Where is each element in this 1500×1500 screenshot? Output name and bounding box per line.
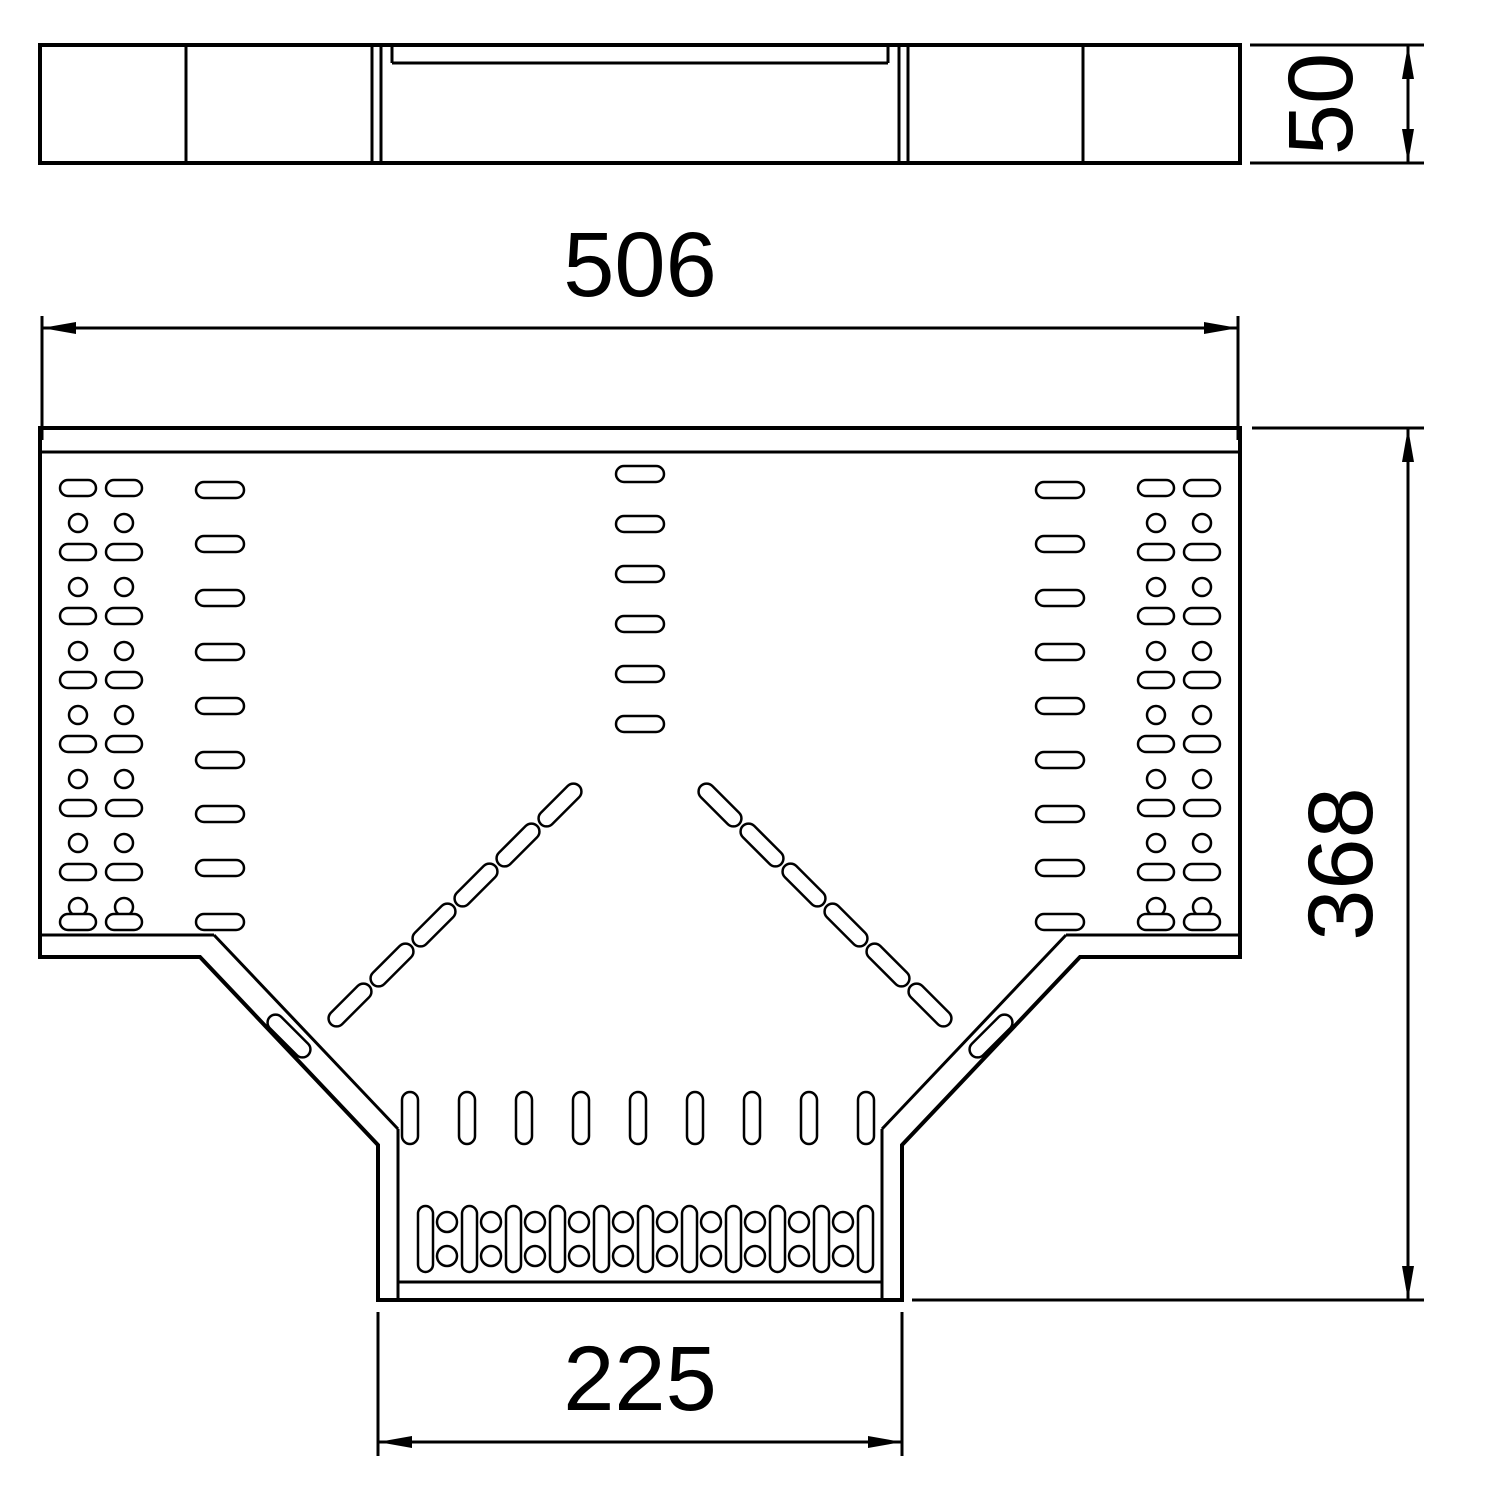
branch-vertical-slot-row <box>400 1090 876 1146</box>
dim-label-overall-width: 506 <box>563 214 717 316</box>
dimension-overall-depth: 368 <box>912 426 1424 1302</box>
slot-column-right <box>1034 480 1086 932</box>
plan-view-outline <box>38 426 1242 1302</box>
arrowhead-up-icon <box>1402 428 1414 462</box>
dimension-side-height: 50 <box>1250 43 1424 165</box>
dim-label-overall-depth: 368 <box>1290 787 1392 941</box>
slot-column-left <box>194 480 246 932</box>
arrowhead-up-icon <box>1402 45 1414 79</box>
arrowhead-right-icon <box>868 1436 902 1448</box>
plan-view-flange-lines <box>40 450 1240 1298</box>
arrowhead-left-icon <box>378 1436 412 1448</box>
dim-label-side-height: 50 <box>1270 53 1372 155</box>
arrowhead-right-icon <box>1204 322 1238 334</box>
side-view <box>38 43 1242 165</box>
dimension-overall-width: 506 <box>40 214 1240 440</box>
arrowhead-left-icon <box>42 322 76 334</box>
arrowhead-down-icon <box>1402 1266 1414 1300</box>
arrowhead-down-icon <box>1402 129 1414 163</box>
plan-view <box>38 426 1242 1302</box>
dim-label-branch-width: 225 <box>563 1328 717 1430</box>
side-view-body <box>38 43 1242 165</box>
dimension-branch-width: 225 <box>376 1312 904 1456</box>
